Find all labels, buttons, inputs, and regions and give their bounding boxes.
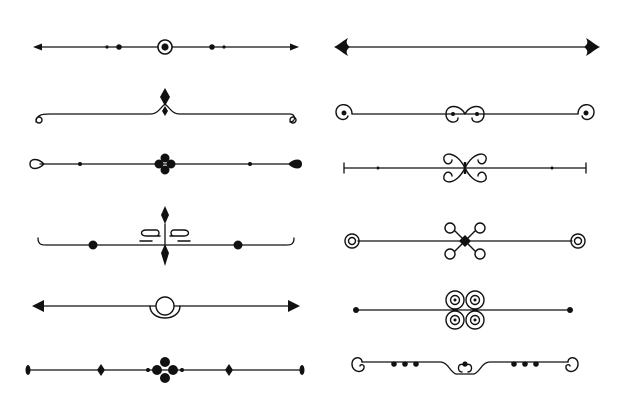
arrow-half-ring-divider	[32, 296, 300, 319]
curl-dots-divider	[351, 357, 579, 375]
teardrop-quatrefoil-divider	[29, 153, 302, 175]
spiral-lattice-divider	[344, 222, 586, 260]
scroll-spear-divider	[37, 206, 295, 266]
spear-tip-divider	[334, 38, 600, 56]
butterfly-scroll-divider	[343, 153, 587, 183]
quad-spiral-divider	[353, 290, 573, 330]
arrow-dots-ring-divider	[33, 39, 299, 55]
diamond-beads-divider	[25, 357, 305, 383]
fleur-de-lis-divider	[35, 88, 297, 124]
spiral-swirl-divider	[335, 104, 595, 123]
